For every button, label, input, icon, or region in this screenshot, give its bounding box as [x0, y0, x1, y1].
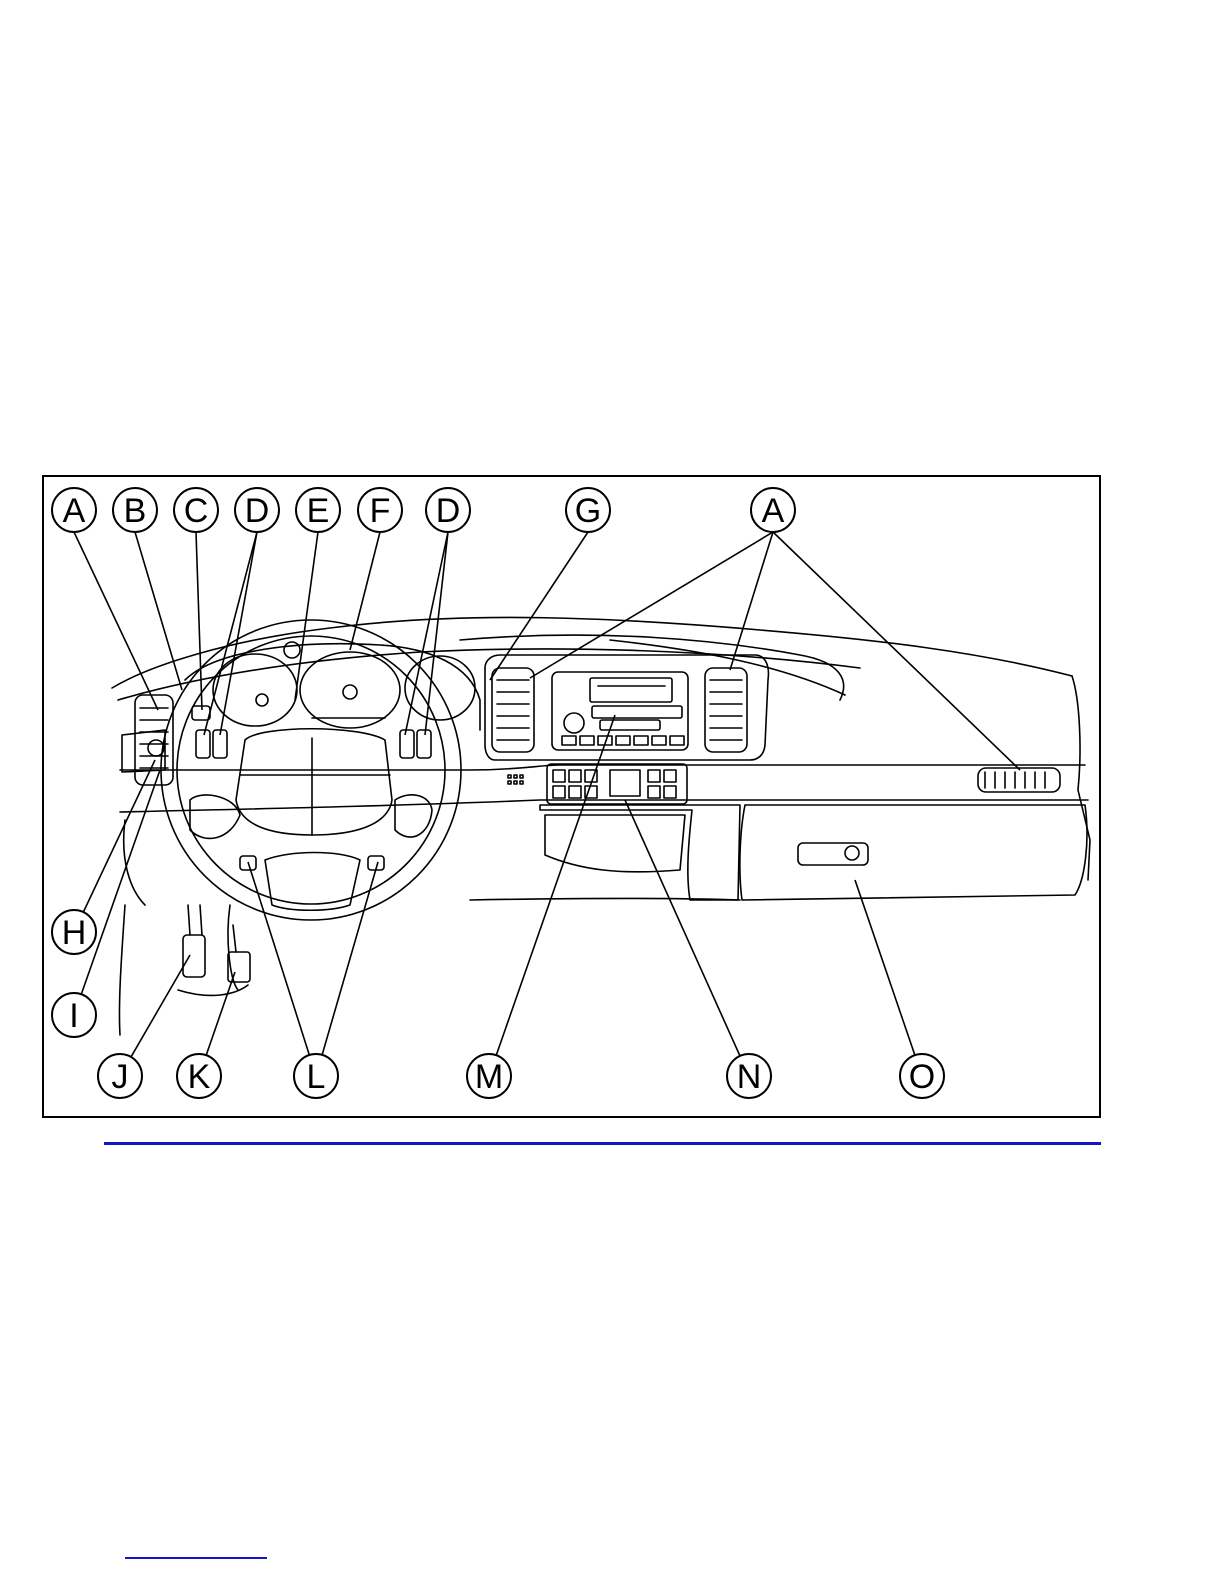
- callout-a-right-text: A: [762, 492, 785, 530]
- callout-k: K: [177, 1054, 221, 1098]
- callout-h-text: H: [62, 914, 87, 952]
- radio-unit: [552, 672, 688, 750]
- right-vent-louvers: [985, 772, 1045, 788]
- center-console: [540, 805, 740, 900]
- steering-control-right-2: [417, 730, 431, 758]
- figure-frame: [43, 476, 1100, 1117]
- console-recess: [545, 815, 685, 872]
- right-air-vent: [978, 768, 1060, 792]
- radio-display: [590, 678, 672, 702]
- callout-b: B: [113, 488, 157, 532]
- callout-a-text: A: [63, 492, 86, 530]
- callout-d-right-text: D: [436, 492, 461, 530]
- callout-d-left-text: D: [245, 492, 270, 530]
- callout-l-text: L: [307, 1058, 326, 1096]
- callout-d-left: D: [235, 488, 279, 532]
- callout-h: H: [52, 910, 96, 954]
- callout-e-text: E: [307, 492, 330, 530]
- center-left-vent-louvers: [497, 680, 529, 740]
- tachometer-hub: [256, 694, 268, 706]
- steering-control-right-1: [400, 730, 414, 758]
- section-divider: [104, 1142, 1101, 1145]
- callout-e: E: [296, 488, 340, 532]
- callout-l: L: [294, 1054, 338, 1098]
- callout-o: O: [900, 1054, 944, 1098]
- steering-button-c: [192, 706, 210, 720]
- dashboard-drawing: [112, 617, 1090, 1035]
- callout-n-text: N: [737, 1058, 762, 1096]
- callout-c: C: [174, 488, 218, 532]
- left-panel: [122, 730, 165, 772]
- steering-control-left-1: [196, 730, 210, 758]
- tachometer-gauge: [213, 654, 297, 726]
- callout-labels: A B C D E F D G A H I J K L M N O: [52, 488, 944, 1098]
- radio-volume-knob: [564, 713, 584, 733]
- callout-k-text: K: [188, 1058, 211, 1096]
- accelerator-pedal: [228, 952, 250, 982]
- callout-c-text: C: [184, 492, 209, 530]
- steering-spoke-left: [190, 795, 240, 838]
- callout-n: N: [727, 1054, 771, 1098]
- steering-spoke-bottom: [265, 853, 360, 911]
- speaker-grille: [508, 775, 523, 784]
- callout-d-right: D: [426, 488, 470, 532]
- speedometer-hub: [343, 685, 357, 699]
- lower-dash-line: [120, 765, 1085, 770]
- callout-j-text: J: [112, 1058, 129, 1096]
- footer-link-underline[interactable]: [125, 1557, 267, 1559]
- callout-g: G: [566, 488, 610, 532]
- climate-buttons: [553, 770, 676, 798]
- lower-trim: [119, 905, 125, 1035]
- accelerator-pedal-arm: [233, 925, 236, 952]
- glove-box-latch: [798, 843, 868, 865]
- center-right-vent-louvers: [710, 680, 742, 740]
- speedometer-gauge: [300, 652, 400, 728]
- callout-o-text: O: [909, 1058, 935, 1096]
- radio-tape-slot: [600, 720, 660, 730]
- callout-a-right: A: [751, 488, 795, 532]
- callout-m-text: M: [475, 1058, 503, 1096]
- leader-lines: [74, 532, 1020, 1076]
- headlamp-switch: [148, 740, 164, 756]
- glove-box: [740, 805, 1087, 900]
- callout-g-text: G: [575, 492, 601, 530]
- console-lower-curve: [470, 899, 740, 901]
- radio-button-row: [592, 706, 682, 718]
- steering-hub-pad: [236, 729, 392, 835]
- brake-pedal-arm: [188, 905, 202, 935]
- dash-right-edge: [1072, 676, 1090, 880]
- steering-spoke-right: [395, 795, 432, 837]
- callout-i-text: I: [69, 997, 78, 1035]
- callout-a: A: [52, 488, 96, 532]
- callout-f-text: F: [370, 492, 391, 530]
- radio-preset-buttons: [562, 736, 684, 745]
- callout-b-text: B: [124, 492, 147, 530]
- floor-line: [178, 985, 248, 995]
- callout-f: F: [358, 488, 402, 532]
- glove-box-lock: [845, 846, 859, 860]
- callout-m: M: [467, 1054, 511, 1098]
- callout-i: I: [52, 993, 96, 1037]
- callout-j: J: [98, 1054, 142, 1098]
- brake-pedal: [183, 935, 205, 977]
- cluster-button: [284, 642, 300, 658]
- climate-display: [610, 770, 640, 796]
